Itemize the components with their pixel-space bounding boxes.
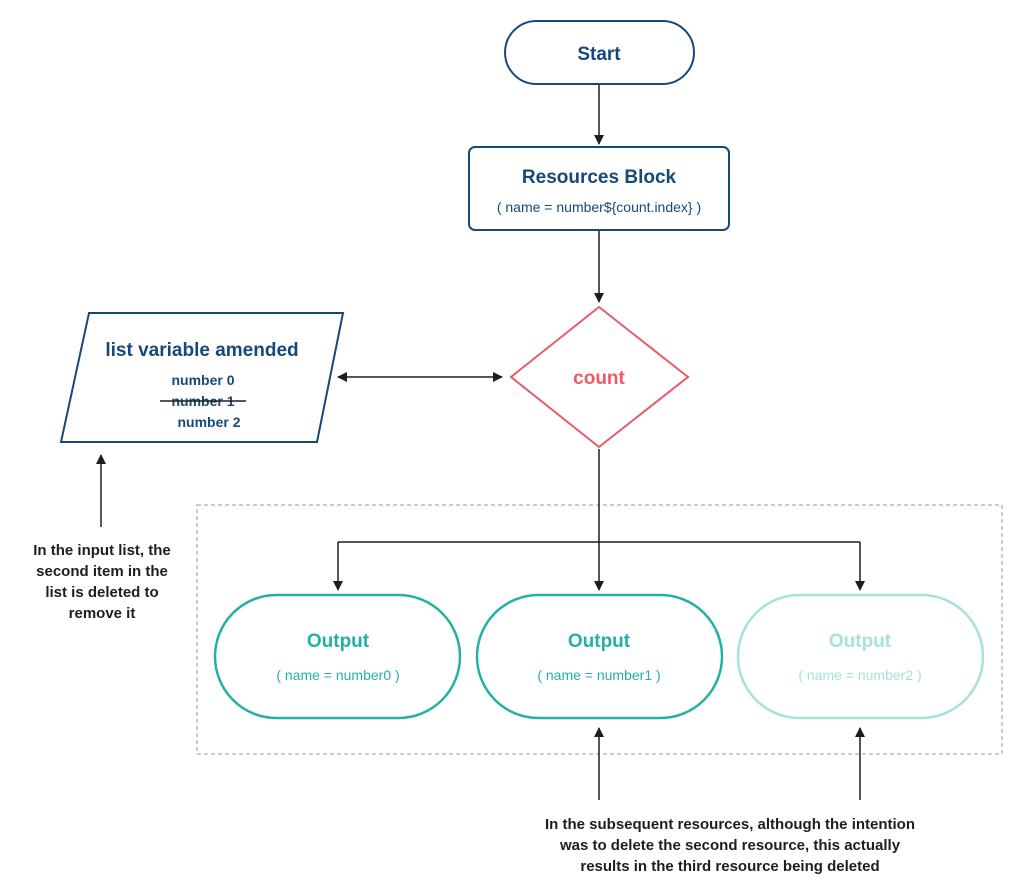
resources-block-subtitle: ( name = number${count.index} ) [497, 199, 701, 215]
list-variable-node: list variable amended number 0 number 1 … [59, 312, 345, 443]
output-2-subtitle: ( name = number2 ) [798, 667, 921, 683]
resources-block-title: Resources Block [522, 167, 677, 188]
left-note-line: remove it [68, 605, 136, 622]
list-item-2: number 2 [177, 414, 240, 430]
list-item-0: number 0 [171, 372, 234, 388]
bottom-annotation-note: In the subsequent resources, although th… [480, 814, 980, 877]
count-decision-node: count [509, 305, 690, 449]
connectors [96, 84, 865, 800]
output-1-subtitle: ( name = number1 ) [537, 667, 660, 683]
list-variable-title: list variable amended [105, 340, 298, 361]
bottom-note-line: was to delete the second resource, this … [559, 837, 901, 854]
left-note-line: list is deleted to [45, 584, 159, 601]
left-annotation-note: In the input list, the second item in th… [12, 540, 192, 624]
output-0-title: Output [307, 631, 370, 652]
count-label: count [573, 368, 625, 389]
output-1-title: Output [568, 631, 631, 652]
output-node-0: Output ( name = number0 ) [213, 593, 462, 720]
bottom-note-line: In the subsequent resources, although th… [544, 816, 916, 833]
start-label: Start [577, 44, 621, 65]
output-node-1: Output ( name = number1 ) [475, 593, 724, 720]
output-2-title: Output [829, 631, 892, 652]
output-node-2-faded: Output ( name = number2 ) [736, 593, 985, 720]
output-0-subtitle: ( name = number0 ) [276, 667, 399, 683]
start-node: Start [504, 20, 695, 85]
bottom-note-line: results in the third resource being dele… [580, 858, 880, 875]
left-note-line: second item in the [36, 563, 168, 580]
left-note-line: In the input list, the [33, 542, 171, 559]
resources-block-node: Resources Block ( name = number${count.i… [468, 146, 730, 231]
